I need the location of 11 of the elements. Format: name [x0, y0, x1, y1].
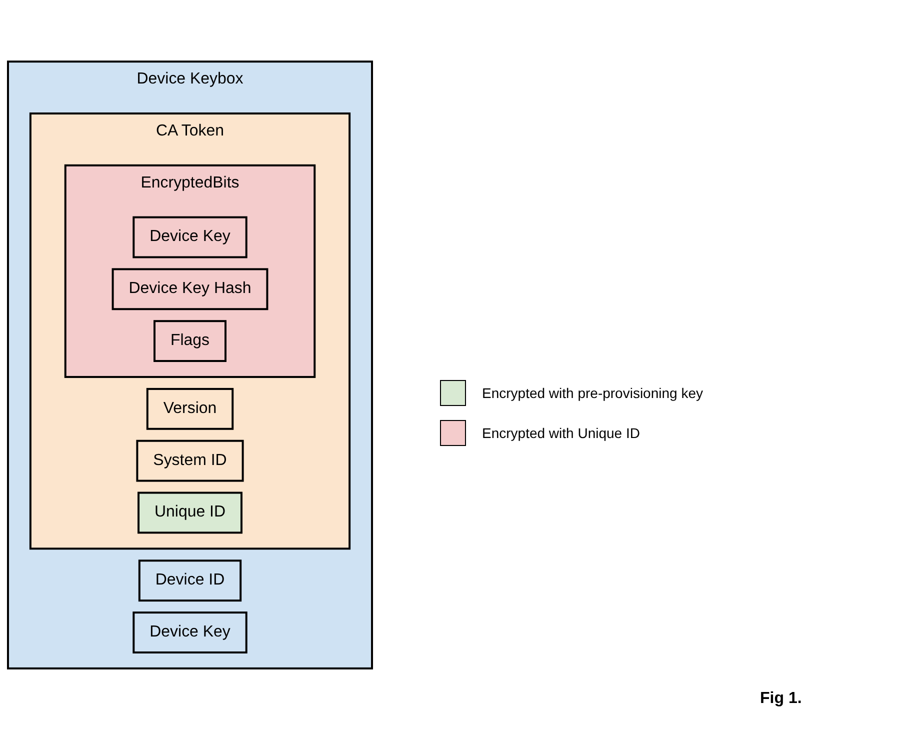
node-box: Unique ID — [138, 492, 242, 534]
legend-label: Encrypted with pre-provisioning key — [482, 385, 703, 401]
node-box: Device ID — [138, 560, 242, 602]
node-box: Version — [146, 388, 234, 430]
legend-label: Encrypted with Unique ID — [482, 425, 640, 441]
node-box: Device Key — [132, 612, 248, 654]
figure-caption: Fig 1. — [760, 690, 802, 708]
node-box: Device Key — [132, 216, 248, 258]
node-box: Device Key Hash — [112, 268, 268, 310]
node-box: Flags — [154, 320, 226, 362]
node-box: System ID — [136, 440, 244, 482]
